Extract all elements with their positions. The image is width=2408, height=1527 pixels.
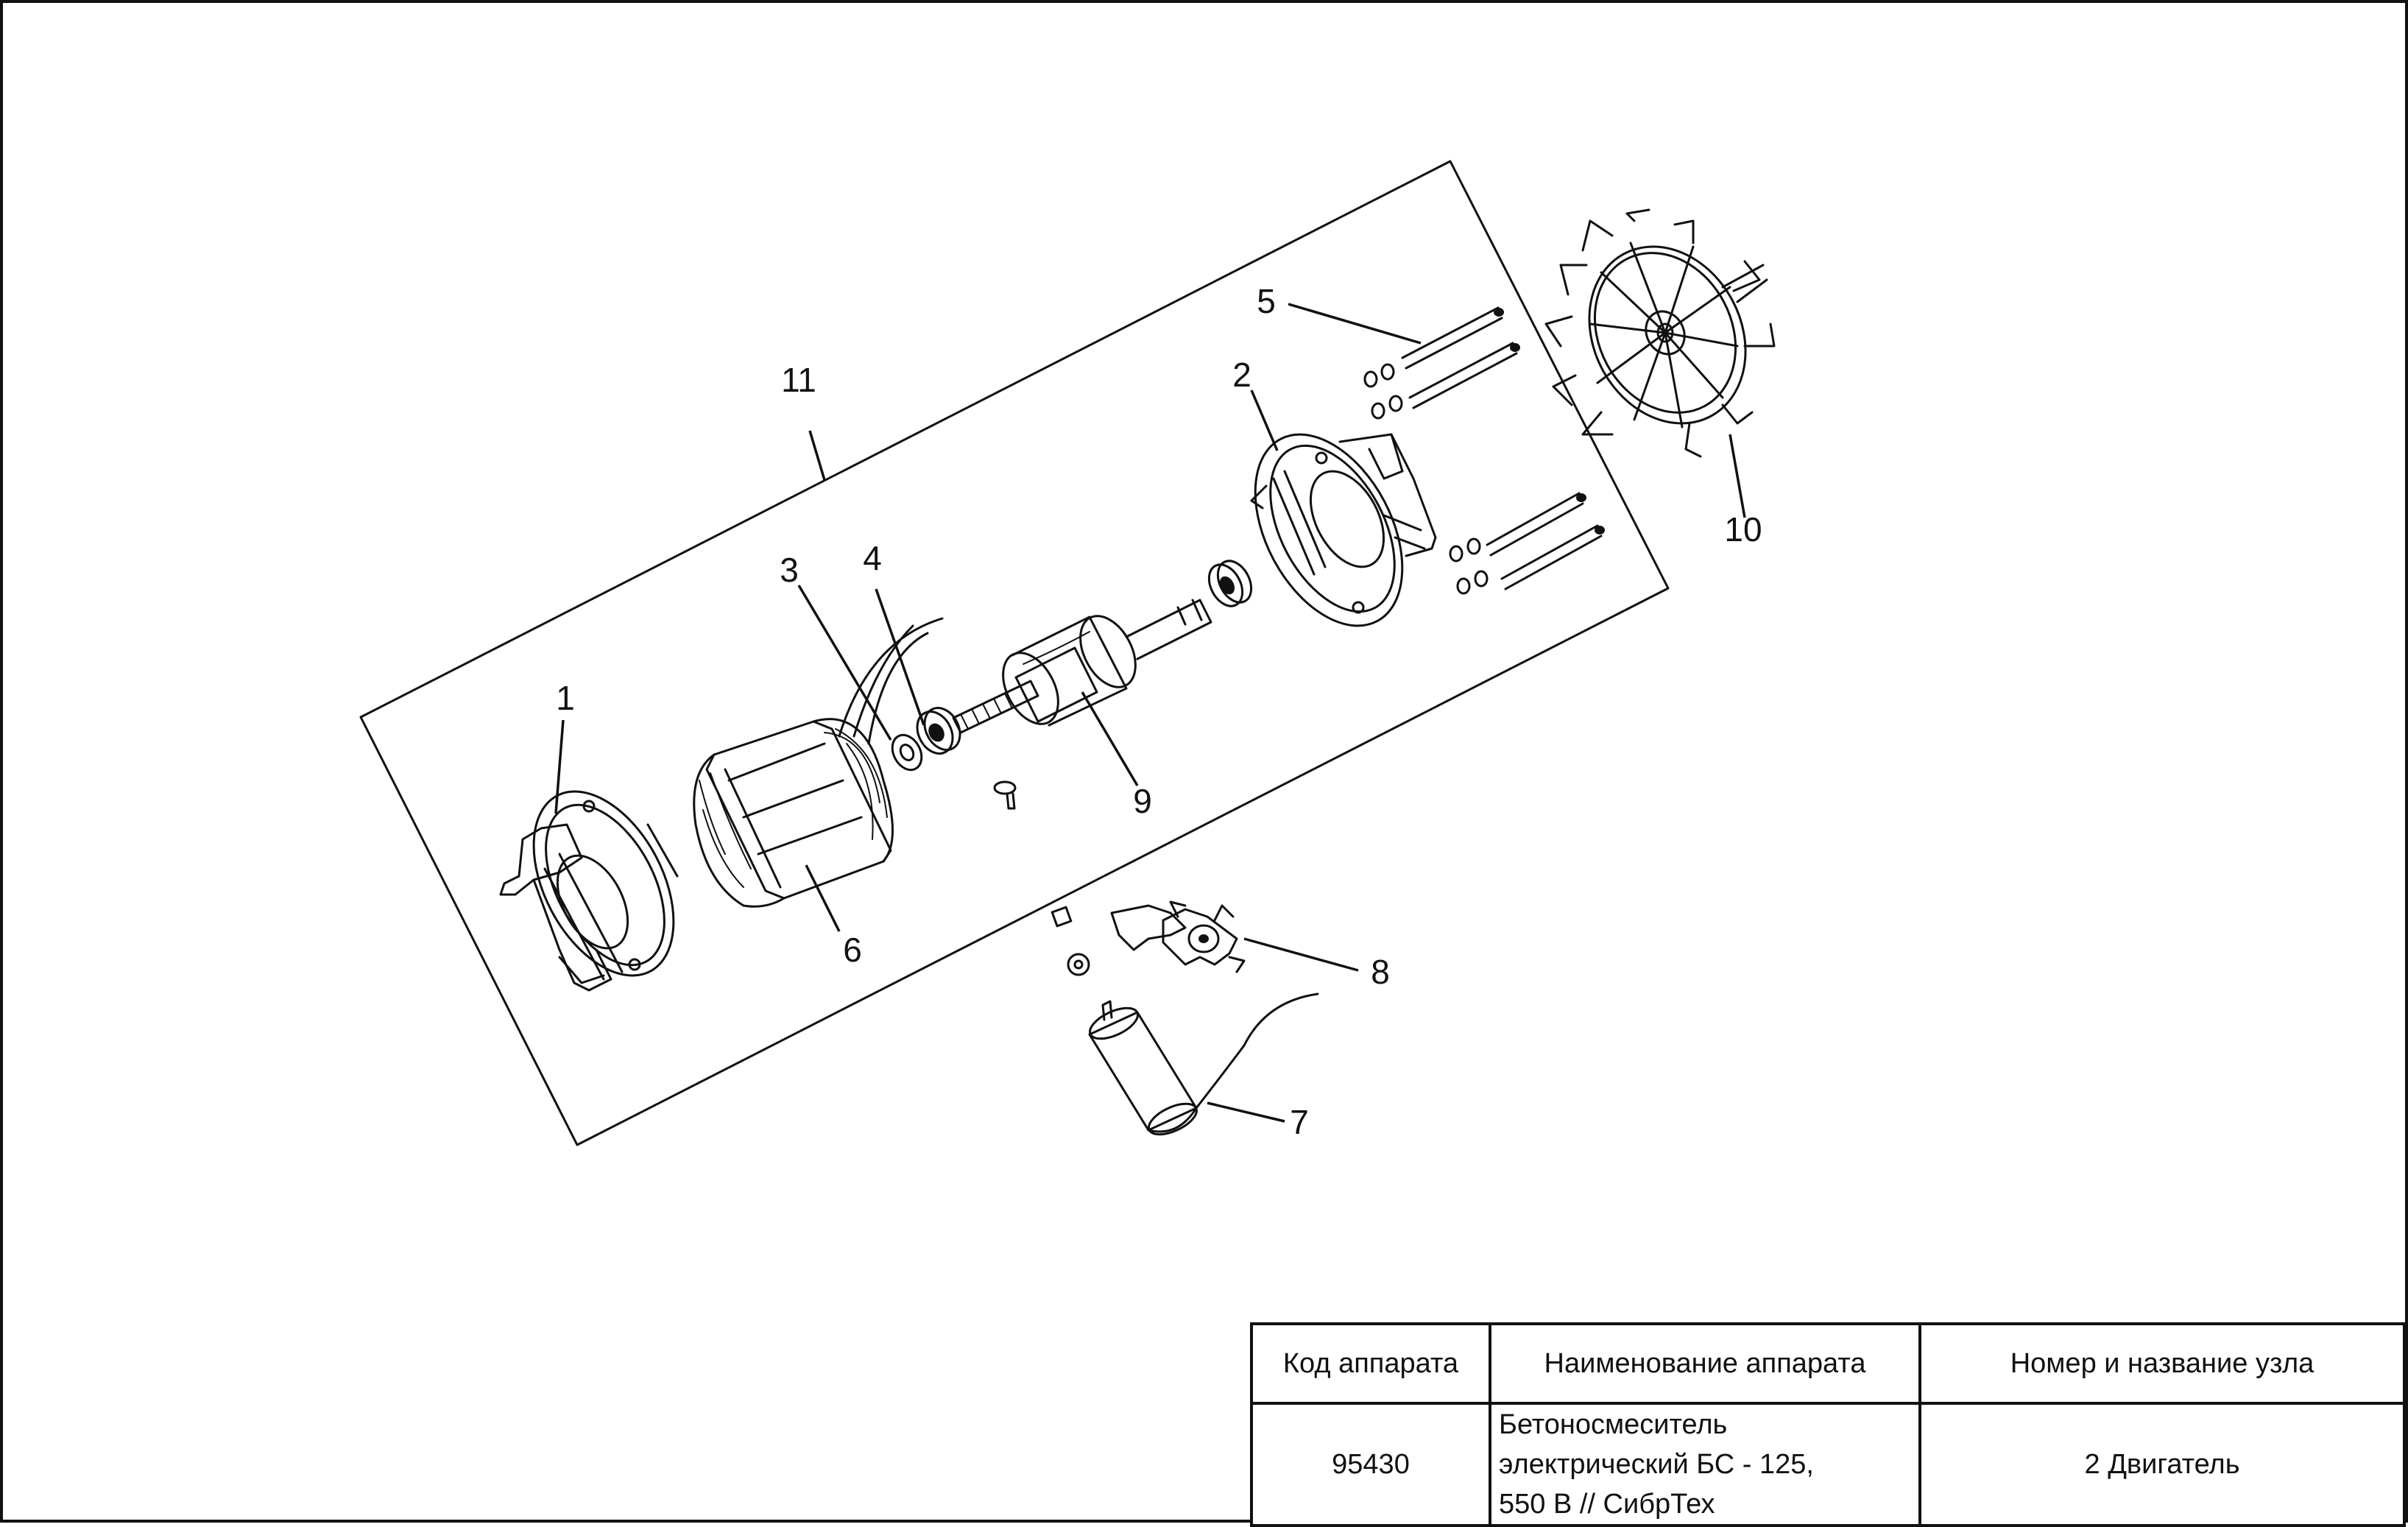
- callout-11: 11: [781, 361, 816, 399]
- callout-5: 5: [1257, 282, 1276, 320]
- leader-lines: [554, 303, 1746, 1123]
- callout-3: 3: [780, 551, 799, 589]
- switch-small-part-2: [1067, 953, 1090, 976]
- callout-2: 2: [1232, 356, 1251, 394]
- part-5-tie-rods: [1363, 306, 1605, 595]
- assembly-boundary: [359, 160, 1670, 1146]
- header-code: Код аппарата: [1250, 1322, 1491, 1405]
- callout-10: 10: [1724, 510, 1762, 549]
- shaft-end-bearing: [1207, 560, 1253, 607]
- value-name: Бетоносмеситель электрический БС - 125, …: [1489, 1402, 1921, 1527]
- value-code: 95430: [1250, 1402, 1491, 1527]
- callout-numbers: 1 2 3 4 5 6 7 8 9 10 11: [556, 282, 1762, 1141]
- part-6-stator: [693, 617, 944, 908]
- callout-8: 8: [1371, 953, 1390, 991]
- callout-4: 4: [863, 539, 882, 577]
- nut-set-upper: [1363, 363, 1403, 420]
- set-screw: [993, 780, 1017, 810]
- nut-set-lower: [1449, 537, 1489, 595]
- part-9-rotor: [952, 599, 1212, 734]
- part-1-rear-end-shield: [499, 790, 679, 992]
- callout-7: 7: [1290, 1103, 1309, 1141]
- header-assembly: Номер и название узла: [1918, 1322, 2406, 1405]
- part-3-washer: [891, 733, 923, 772]
- header-name: Наименование аппарата: [1489, 1322, 1921, 1405]
- part-10-fan: [1544, 208, 1776, 458]
- callout-6: 6: [843, 931, 862, 969]
- part-7-capacitor: [1088, 992, 1319, 1136]
- title-block: Код аппарата Наименование аппарата Номер…: [1250, 1322, 2406, 1527]
- switch-small-part-1: [1051, 906, 1073, 928]
- part-4-bearing: [916, 707, 961, 755]
- callout-9: 9: [1133, 782, 1152, 820]
- value-assembly: 2 Двигатель: [1918, 1402, 2406, 1527]
- callout-1: 1: [556, 679, 575, 717]
- part-2-front-end-shield: [1250, 433, 1437, 627]
- part-8-centrifugal-switch: [1051, 900, 1246, 976]
